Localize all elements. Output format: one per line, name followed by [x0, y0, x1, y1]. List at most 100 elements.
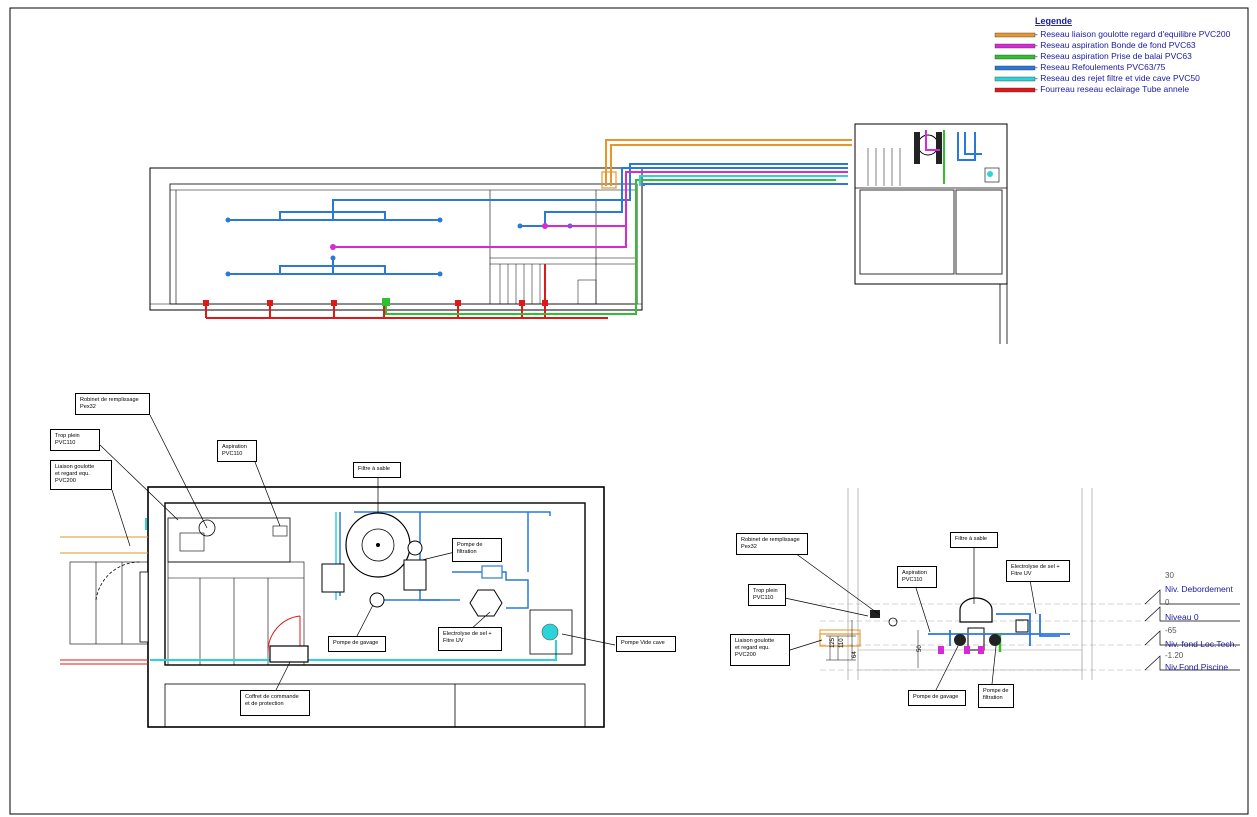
- label-line: PVC110: [55, 440, 76, 446]
- label-section-trop-plein: Trop plein PVC110: [748, 584, 786, 606]
- technical-room-plan-small: [854, 123, 1008, 344]
- legend-swatch: [994, 43, 1036, 49]
- label-line: Aspiration: [222, 444, 247, 450]
- electrolysis-unit: [469, 565, 503, 617]
- legend-item-cyan: - Reseau des rejet filtre et vide cave P…: [994, 73, 1200, 83]
- label-line: Trop plein: [55, 433, 80, 439]
- control-box: [269, 645, 309, 663]
- level-name: Niveau 0: [1165, 612, 1199, 622]
- legend-item-magenta: - Reseau aspiration Bonde de fond PVC63: [994, 40, 1196, 50]
- label-line: Pompe de: [457, 542, 483, 548]
- label-line: PVC200: [55, 478, 76, 484]
- label-trop-plein: Trop plein PVC110: [50, 429, 100, 451]
- pool-stairs: [499, 264, 597, 305]
- label-liaison-goulotte: Liaison goulotte et regard equ. PVC200: [50, 460, 112, 490]
- legend-swatch: [994, 32, 1036, 38]
- legend-item-red: - Fourreau reseau eclairage Tube annele: [994, 84, 1189, 94]
- legend-swatch: [994, 76, 1036, 82]
- label-pompe-gavage: Pompe de gavage: [328, 636, 386, 652]
- red-lighting-conduit: [205, 264, 608, 319]
- label-line: Pompe Vide cave: [621, 640, 665, 646]
- bottom-drain: [542, 223, 548, 229]
- booster-pump: [321, 563, 385, 608]
- label-section-filtre: Filtre à sable: [950, 532, 998, 548]
- label-line: Robinet de remplissage: [741, 537, 800, 543]
- level-name: Niv. Debordement: [1165, 584, 1234, 594]
- legend-item-label: - Fourreau reseau eclairage Tube annele: [1035, 84, 1189, 94]
- bottom-drain: [330, 244, 336, 250]
- label-line: PVC110: [753, 595, 774, 601]
- label-line: Fitre UV: [443, 638, 464, 644]
- dimension-125: 125: [830, 637, 836, 648]
- label-line: et regard equ.: [55, 471, 90, 477]
- skimmer: [382, 298, 390, 306]
- green-skimmer-line: [385, 179, 836, 315]
- label-robinet-remplissage: Robinet de remplissage Pex32: [75, 393, 150, 415]
- legend-item-orange: - Reseau liaison goulotte regard d'equil…: [994, 29, 1231, 39]
- level-value: 0: [1165, 598, 1170, 607]
- sump-pump-icon: [541, 623, 559, 641]
- legend-item-label: - Reseau Refoulements PVC63/75: [1035, 62, 1166, 72]
- label-section-electrolyse: Electrolyse de sel + Fitre UV: [1006, 560, 1070, 582]
- level-value: -1.20: [1165, 651, 1184, 660]
- legend-item-label: - Reseau des rejet filtre et vide cave P…: [1035, 73, 1200, 83]
- legend-item-label: - Reseau liaison goulotte regard d'equil…: [1035, 29, 1231, 39]
- dimension-50: 50: [917, 645, 923, 652]
- label-line: Pex32: [741, 544, 757, 550]
- legend-title: Legende: [1035, 16, 1072, 26]
- legend-item-blue: - Reseau Refoulements PVC63/75: [994, 62, 1166, 72]
- label-filtre-sable: Filtre à sable: [353, 462, 401, 478]
- level-value: 30: [1165, 571, 1174, 580]
- label-line: filtration: [983, 695, 1003, 701]
- level-name: Niv. fond Loc.Tech.: [1165, 639, 1237, 649]
- label-line: Coffret de commande: [245, 694, 299, 700]
- dimension-64: 64: [852, 651, 858, 658]
- label-section-pompe-filtration: Pompe de filtration: [978, 684, 1014, 708]
- pool-outer-wall: [149, 167, 643, 311]
- label-pompe-filtration: Pompe de filtration: [452, 538, 502, 562]
- label-line: PVC200: [735, 652, 756, 658]
- label-line: Liaison goulotte: [735, 638, 775, 644]
- sand-filter: [959, 597, 993, 623]
- sump-pump-icon: [987, 171, 993, 177]
- pool-inner-wall: [169, 183, 638, 305]
- pipe-bundle: [605, 139, 852, 186]
- overflow-channel-box: [601, 171, 617, 189]
- legend-item-label: - Reseau aspiration Bonde de fond PVC63: [1035, 40, 1196, 50]
- level-markers: [1144, 589, 1240, 671]
- sand-filter-icon: [917, 134, 939, 156]
- legend-swatch: [994, 87, 1036, 93]
- legend: Legende - Reseau liaison goulotte regard…: [994, 16, 1231, 94]
- label-coffret-commande: Coffret de commande et de protection: [240, 690, 310, 716]
- label-section-liaison: Liaison goulotte et regard equ. PVC200: [730, 634, 790, 666]
- label-line: Electrolyse de sel +: [1011, 564, 1060, 570]
- label-line: filtration: [457, 549, 477, 555]
- label-section-robinet: Robinet de remplissage Pex32: [736, 533, 808, 555]
- level-value: -65: [1165, 626, 1177, 635]
- sump-pit: [529, 609, 573, 655]
- level-name: Niv.Fond Piscine: [1165, 662, 1228, 672]
- label-line: Robinet de remplissage: [80, 397, 139, 403]
- filtration-pump: [403, 540, 427, 591]
- label-section-pompe-gavage: Pompe de gavage: [908, 690, 966, 706]
- label-pompe-vide-cave: Pompe Vide cave: [616, 636, 676, 652]
- magenta-bottom-drain-line: [333, 176, 627, 248]
- label-line: PVC110: [902, 577, 923, 583]
- legend-item-label: - Reseau aspiration Prise de balai PVC63: [1035, 51, 1192, 61]
- label-line: Filtre à sable: [358, 466, 391, 472]
- legend-swatch: [994, 54, 1036, 60]
- label-line: Pompe de gavage: [333, 640, 379, 646]
- label-line: Trop plein: [753, 588, 778, 594]
- dimension-110: 110: [839, 638, 845, 648]
- label-line: Pompe de gavage: [913, 694, 959, 700]
- label-line: Electrolyse de sel +: [443, 631, 492, 637]
- blue-return-lines: [228, 170, 631, 275]
- label-line: Liaison goulotte: [55, 464, 95, 470]
- label-aspiration: Aspiration PVC110: [217, 440, 257, 462]
- label-line: PVC110: [222, 451, 243, 457]
- legend-item-green: - Reseau aspiration Prise de balai PVC63: [994, 51, 1192, 61]
- label-section-aspiration: Aspiration PVC110: [897, 566, 937, 588]
- label-line: Pex32: [80, 404, 96, 410]
- label-line: et de protection: [245, 701, 284, 707]
